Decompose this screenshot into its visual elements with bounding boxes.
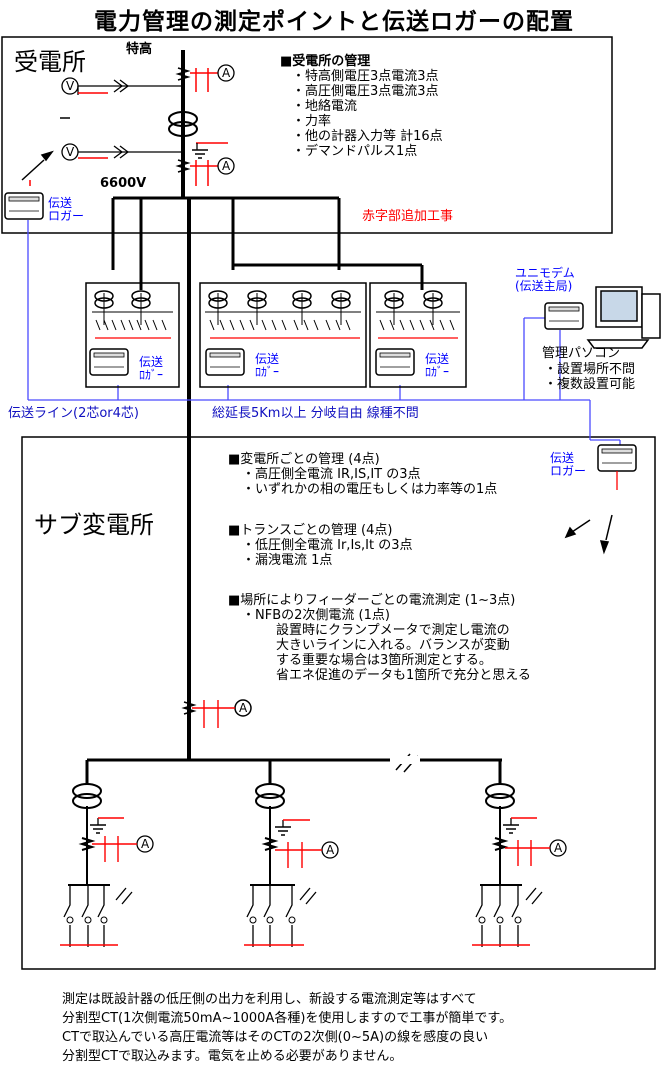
mgmt-item: ・特高側電圧3点電流3点 bbox=[292, 69, 439, 84]
transmission-spec-label: 総延長5Km以上 分岐自由 線種不問 bbox=[212, 406, 419, 421]
sub-section-detail: 省エネ促進のデータも1箇所で充分と思える bbox=[276, 668, 531, 683]
sub-section-heading: ■場所によりフィーダーごとの電流測定 (1~3点) bbox=[228, 593, 516, 608]
sub-section-item: ・NFBの2次側電流 (1点) bbox=[242, 608, 390, 623]
logger-label-line: ロガー bbox=[550, 464, 587, 478]
added-work-note: 赤字部追加工事 bbox=[362, 209, 454, 224]
ammeter-icon: A bbox=[141, 837, 150, 851]
sub-section-station: ■変電所ごとの管理 (4点) ・高圧側全電流 IR,IS,IT の3点 ・いずれ… bbox=[228, 452, 497, 497]
logger-label-line: 伝送 bbox=[550, 451, 575, 465]
page-title: 電力管理の測定ポイントと伝送ロガーの配置 bbox=[94, 9, 574, 35]
unimodem-label-line: ユニモデム bbox=[515, 266, 575, 280]
footer-line: 分割型CT(1次側電流50mA~1000A各種)を使用しますので工事が簡単です。 bbox=[62, 1011, 513, 1026]
pc-label: 管理パソコン bbox=[542, 346, 621, 361]
sub-section-item: ・低圧側全電流 Ir,Is,It の3点 bbox=[242, 538, 413, 553]
logger-label-line: 伝送 bbox=[255, 352, 280, 366]
mgmt-item: ・デマンドパルス1点 bbox=[292, 144, 418, 159]
feeder-label: 特高 bbox=[126, 42, 153, 57]
sub-section-item: ・いずれかの相の電圧もしくは力率等の1点 bbox=[242, 482, 498, 497]
substation-mgmt: ■受電所の管理 ・特高側電圧3点電流3点 ・高圧側電圧3点電流3点 ・地絡電流 … bbox=[280, 54, 443, 159]
logger-label-line: ﾛｶﾞｰ bbox=[255, 365, 280, 379]
footer-line: 分割型CTで取込みます。電気を止める必要がありません。 bbox=[62, 1049, 403, 1064]
panel-logger-label: 伝送 ﾛｶﾞｰ bbox=[425, 353, 449, 379]
sub-section-heading: ■トランスごとの管理 (4点) bbox=[228, 523, 393, 538]
pc-item: ・複数設置可能 bbox=[544, 377, 636, 392]
sub-section-detail: 設置時にクランプメータで測定し電流の bbox=[276, 623, 510, 638]
transmission-line-label: 伝送ライン(2芯or4芯) bbox=[8, 406, 139, 421]
substation-logger-label: 伝送 ロガー bbox=[48, 197, 84, 223]
substation-label: 受電所 bbox=[14, 48, 86, 76]
mgmt-item: ・地絡電流 bbox=[292, 99, 358, 114]
ammeter-icon: A bbox=[326, 843, 335, 857]
voltmeter-icon: V bbox=[66, 145, 75, 159]
sub-substation-label: サブ変電所 bbox=[34, 511, 154, 539]
sub-section-detail: 大きいラインに入れる。バランスが変動 bbox=[276, 638, 510, 653]
sub-section-heading: ■変電所ごとの管理 (4点) bbox=[228, 452, 380, 467]
sub-section-item: ・漏洩電流 1点 bbox=[242, 553, 333, 568]
sub-section-detail: する重要な場合は3箇所測定とする。 bbox=[276, 653, 492, 668]
panel-logger-label: 伝送 ﾛｶﾞｰ bbox=[139, 356, 163, 382]
ammeter-icon: A bbox=[222, 159, 231, 173]
sub-section-transformer: ■トランスごとの管理 (4点) ・低圧側全電流 Ir,Is,It の3点 ・漏洩… bbox=[228, 523, 413, 568]
footer-line: 測定は既設計器の低圧側の出力を利用し、新設する電流測定等はすべて bbox=[62, 992, 477, 1007]
sub-section-item: ・高圧側全電流 IR,IS,IT の3点 bbox=[242, 467, 421, 482]
substation-mgmt-heading: ■受電所の管理 bbox=[280, 54, 371, 69]
logger-label-line: ロガー bbox=[48, 209, 85, 223]
logger-label-line: 伝送 bbox=[139, 355, 164, 369]
sub-section-feeder: ■場所によりフィーダーごとの電流測定 (1~3点) ・NFBの2次側電流 (1点… bbox=[228, 593, 531, 683]
ammeter-icon: A bbox=[554, 841, 563, 855]
logger-label-line: 伝送 bbox=[425, 352, 450, 366]
pc-item: ・設置場所不問 bbox=[544, 362, 636, 377]
mgmt-item: ・力率 bbox=[292, 114, 332, 129]
footer-line: CTで取込んでいる高圧電流等はそのCTの2次側(0~5A)の線を感度の良い bbox=[62, 1030, 489, 1045]
sub-logger-label: 伝送 ロガー bbox=[550, 452, 586, 478]
logger-label-line: ﾛｶﾞｰ bbox=[425, 365, 450, 379]
mgmt-item: ・高圧側電圧3点電流3点 bbox=[292, 84, 439, 99]
voltmeter-icon: V bbox=[66, 79, 75, 93]
logger-label-line: ﾛｶﾞｰ bbox=[139, 368, 164, 382]
pc-items: ・設置場所不問 ・複数設置可能 bbox=[544, 362, 635, 392]
voltage-label: 6600V bbox=[100, 176, 147, 191]
logger-label-line: 伝送 bbox=[48, 196, 73, 210]
panel-logger-label: 伝送 ﾛｶﾞｰ bbox=[255, 353, 279, 379]
footer-note: 測定は既設計器の低圧側の出力を利用し、新設する電流測定等はすべて 分割型CT(1… bbox=[62, 990, 512, 1066]
ammeter-icon: A bbox=[222, 66, 231, 80]
unimodem-label: ユニモデム (伝送主局) bbox=[515, 267, 575, 293]
unimodem-label-line: (伝送主局) bbox=[515, 279, 573, 293]
ammeter-icon: A bbox=[239, 701, 248, 715]
mgmt-item: ・他の計器入力等 計16点 bbox=[292, 129, 443, 144]
